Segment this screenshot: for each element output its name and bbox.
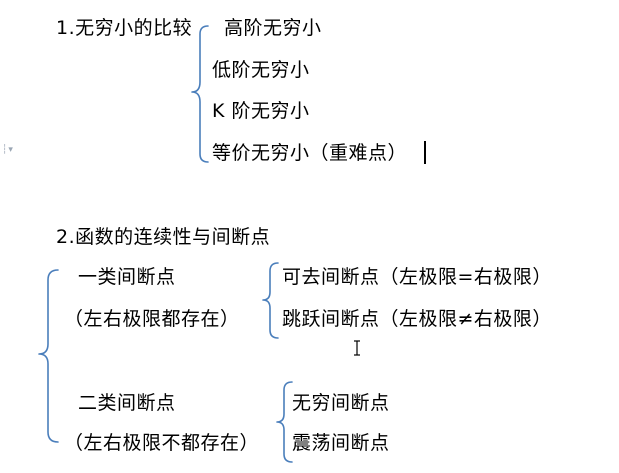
section1-brace [191, 25, 209, 163]
paragraph-margin-marker-icon: ┆▾ [2, 145, 14, 155]
section1-item-high-order: 高阶无穷小 [224, 17, 322, 39]
type2-item-oscillating: 震荡间断点 [292, 432, 390, 454]
type2-brace [276, 381, 293, 463]
type1-item-removable: 可去间断点（左极限=右极限） [282, 266, 552, 288]
type1-brace [262, 262, 279, 339]
type2-item-infinite: 无穷间断点 [292, 392, 390, 414]
type1-item-jump: 跳跃间断点（左极限≠右极限） [282, 308, 552, 330]
text-ibeam-cursor-icon [354, 340, 360, 356]
type2-title: 二类间断点 [78, 392, 176, 414]
section1-item-low-order: 低阶无穷小 [212, 59, 310, 81]
section1-heading: 1.无穷小的比较 [56, 17, 193, 39]
section2-heading: 2.函数的连续性与间断点 [56, 226, 271, 248]
section2-outer-brace [38, 269, 59, 443]
section1-item-equivalent: 等价无穷小（重难点） [212, 142, 408, 164]
type2-condition: （左右极限不都存在） [64, 432, 260, 454]
text-caret [424, 141, 426, 164]
type1-condition: （左右极限都存在） [64, 308, 240, 330]
section1-item-k-order: K 阶无穷小 [212, 100, 310, 122]
type1-title: 一类间断点 [78, 266, 176, 288]
